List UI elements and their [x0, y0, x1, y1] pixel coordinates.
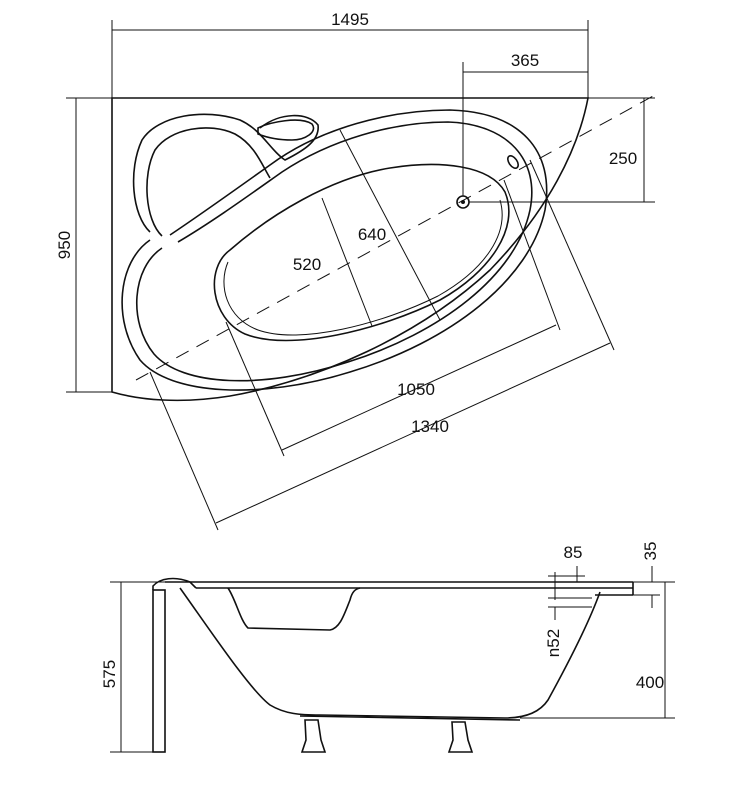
dim-1340-ext-b [529, 159, 615, 351]
front-apron-panel [152, 589, 166, 753]
top-view: 1495 365 250 950 640 520 1050 1340 [55, 10, 656, 531]
dim-640-label: 640 [358, 225, 386, 244]
basin-floor-inner [223, 199, 503, 336]
dim-640-line [339, 129, 441, 321]
dim-250-label: 250 [609, 149, 637, 168]
headrest-inner-outline [146, 127, 271, 237]
dim-35-label: 35 [641, 542, 660, 561]
dim-520-line [321, 197, 373, 327]
dim-1050-line [281, 324, 557, 451]
right-foot [447, 721, 474, 753]
dim-1340-label: 1340 [411, 417, 449, 436]
support-frame-bar [299, 715, 521, 721]
dim-1340-ext-a [149, 371, 219, 531]
armrest-handle [257, 119, 315, 141]
dim-1050-ext-b [503, 179, 561, 331]
side-view: 575 400 35 85 n52 [100, 542, 675, 753]
dim-1340-line [215, 342, 611, 524]
headrest-outline [132, 113, 319, 233]
outer-shell-outline [111, 97, 589, 402]
dim-520-label: 520 [293, 255, 321, 274]
basin-rim-outer [121, 109, 548, 391]
basin-rim-inner [136, 121, 533, 382]
tub-axis-dashed [135, 94, 656, 381]
dim-n52-label: n52 [544, 629, 563, 657]
dim-1495-label: 1495 [331, 10, 369, 29]
tub-inner-profile [227, 587, 361, 631]
apron-top-connector [152, 577, 197, 590]
dim-400-label: 400 [636, 673, 664, 692]
dim-575-label: 575 [100, 660, 119, 688]
overflow-slot [507, 155, 519, 169]
dim-1050-ext-a [225, 321, 285, 457]
tub-body-profile [179, 587, 601, 719]
basin-floor [213, 163, 510, 342]
left-foot [300, 719, 327, 753]
dim-85-label: 85 [564, 543, 583, 562]
dim-950-label: 950 [55, 231, 74, 259]
dim-365-label: 365 [511, 51, 539, 70]
dim-1050-label: 1050 [397, 380, 435, 399]
